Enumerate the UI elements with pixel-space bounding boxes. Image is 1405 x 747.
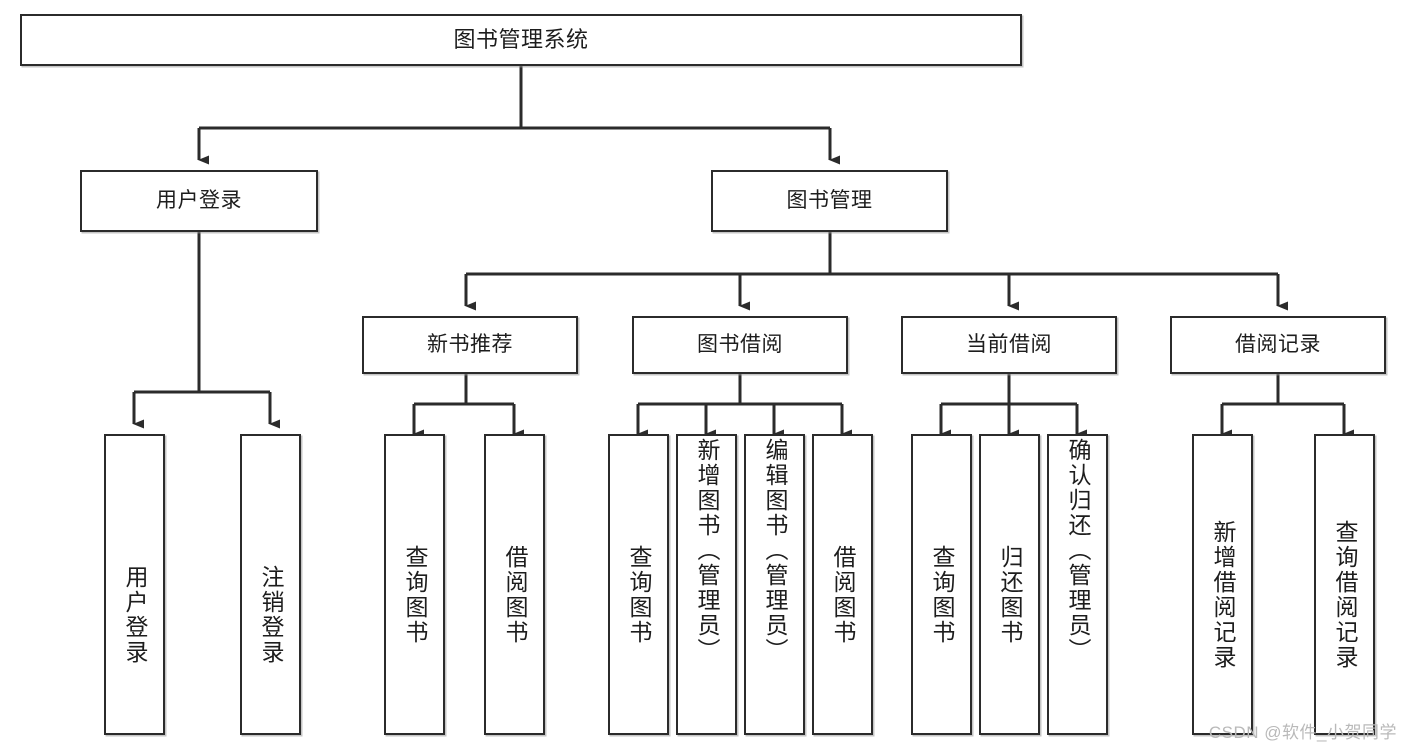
node-root-label: 图书管理系统 (453, 26, 589, 52)
node-leaf-edit-book[interactable]: 编辑图书（管理员） (744, 434, 805, 735)
node-leaf-add-book-label: 新增图书（管理员） (694, 438, 720, 663)
node-leaf-confirm-return-label: 确认归还（管理员） (1065, 438, 1091, 663)
node-leaf-query-record[interactable]: 查询借阅记录 (1314, 434, 1375, 735)
node-leaf-query-book-3-label: 查询图书 (929, 544, 955, 645)
node-leaf-user-login-label: 用户登录 (122, 564, 148, 665)
node-leaf-borrow-book-1[interactable]: 借阅图书 (484, 434, 545, 735)
node-leaf-confirm-return[interactable]: 确认归还（管理员） (1047, 434, 1108, 735)
node-current-borrow-label: 当前借阅 (966, 333, 1052, 357)
node-leaf-query-book-1-label: 查询图书 (402, 544, 428, 645)
node-root[interactable]: 图书管理系统 (20, 14, 1022, 66)
node-leaf-add-book[interactable]: 新增图书（管理员） (676, 434, 737, 735)
node-leaf-logout-label: 注销登录 (258, 564, 284, 665)
node-book-manage[interactable]: 图书管理 (711, 170, 948, 232)
node-book-manage-label: 图书管理 (786, 189, 873, 213)
node-book-borrow-label: 图书借阅 (697, 333, 783, 357)
node-new-book-rec[interactable]: 新书推荐 (362, 316, 578, 374)
node-leaf-add-record-label: 新增借阅记录 (1210, 519, 1236, 670)
node-leaf-return-book-label: 归还图书 (997, 544, 1023, 645)
node-current-borrow[interactable]: 当前借阅 (901, 316, 1117, 374)
node-leaf-add-record[interactable]: 新增借阅记录 (1192, 434, 1253, 735)
node-user-login-label: 用户登录 (156, 189, 242, 213)
node-new-book-rec-label: 新书推荐 (427, 333, 513, 357)
node-book-borrow[interactable]: 图书借阅 (632, 316, 848, 374)
node-leaf-edit-book-label: 编辑图书（管理员） (762, 438, 788, 663)
node-leaf-logout[interactable]: 注销登录 (240, 434, 301, 735)
node-leaf-user-login[interactable]: 用户登录 (104, 434, 165, 735)
node-leaf-query-book-2[interactable]: 查询图书 (608, 434, 669, 735)
node-borrow-record-label: 借阅记录 (1235, 333, 1321, 357)
node-leaf-return-book[interactable]: 归还图书 (979, 434, 1040, 735)
node-leaf-borrow-book-1-label: 借阅图书 (502, 544, 528, 645)
node-leaf-query-book-1[interactable]: 查询图书 (384, 434, 445, 735)
node-borrow-record[interactable]: 借阅记录 (1170, 316, 1386, 374)
node-leaf-borrow-book-2-label: 借阅图书 (830, 544, 856, 645)
node-leaf-query-book-3[interactable]: 查询图书 (911, 434, 972, 735)
node-leaf-borrow-book-2[interactable]: 借阅图书 (812, 434, 873, 735)
node-leaf-query-book-2-label: 查询图书 (626, 544, 652, 645)
node-user-login[interactable]: 用户登录 (80, 170, 318, 232)
node-leaf-query-record-label: 查询借阅记录 (1332, 519, 1358, 670)
